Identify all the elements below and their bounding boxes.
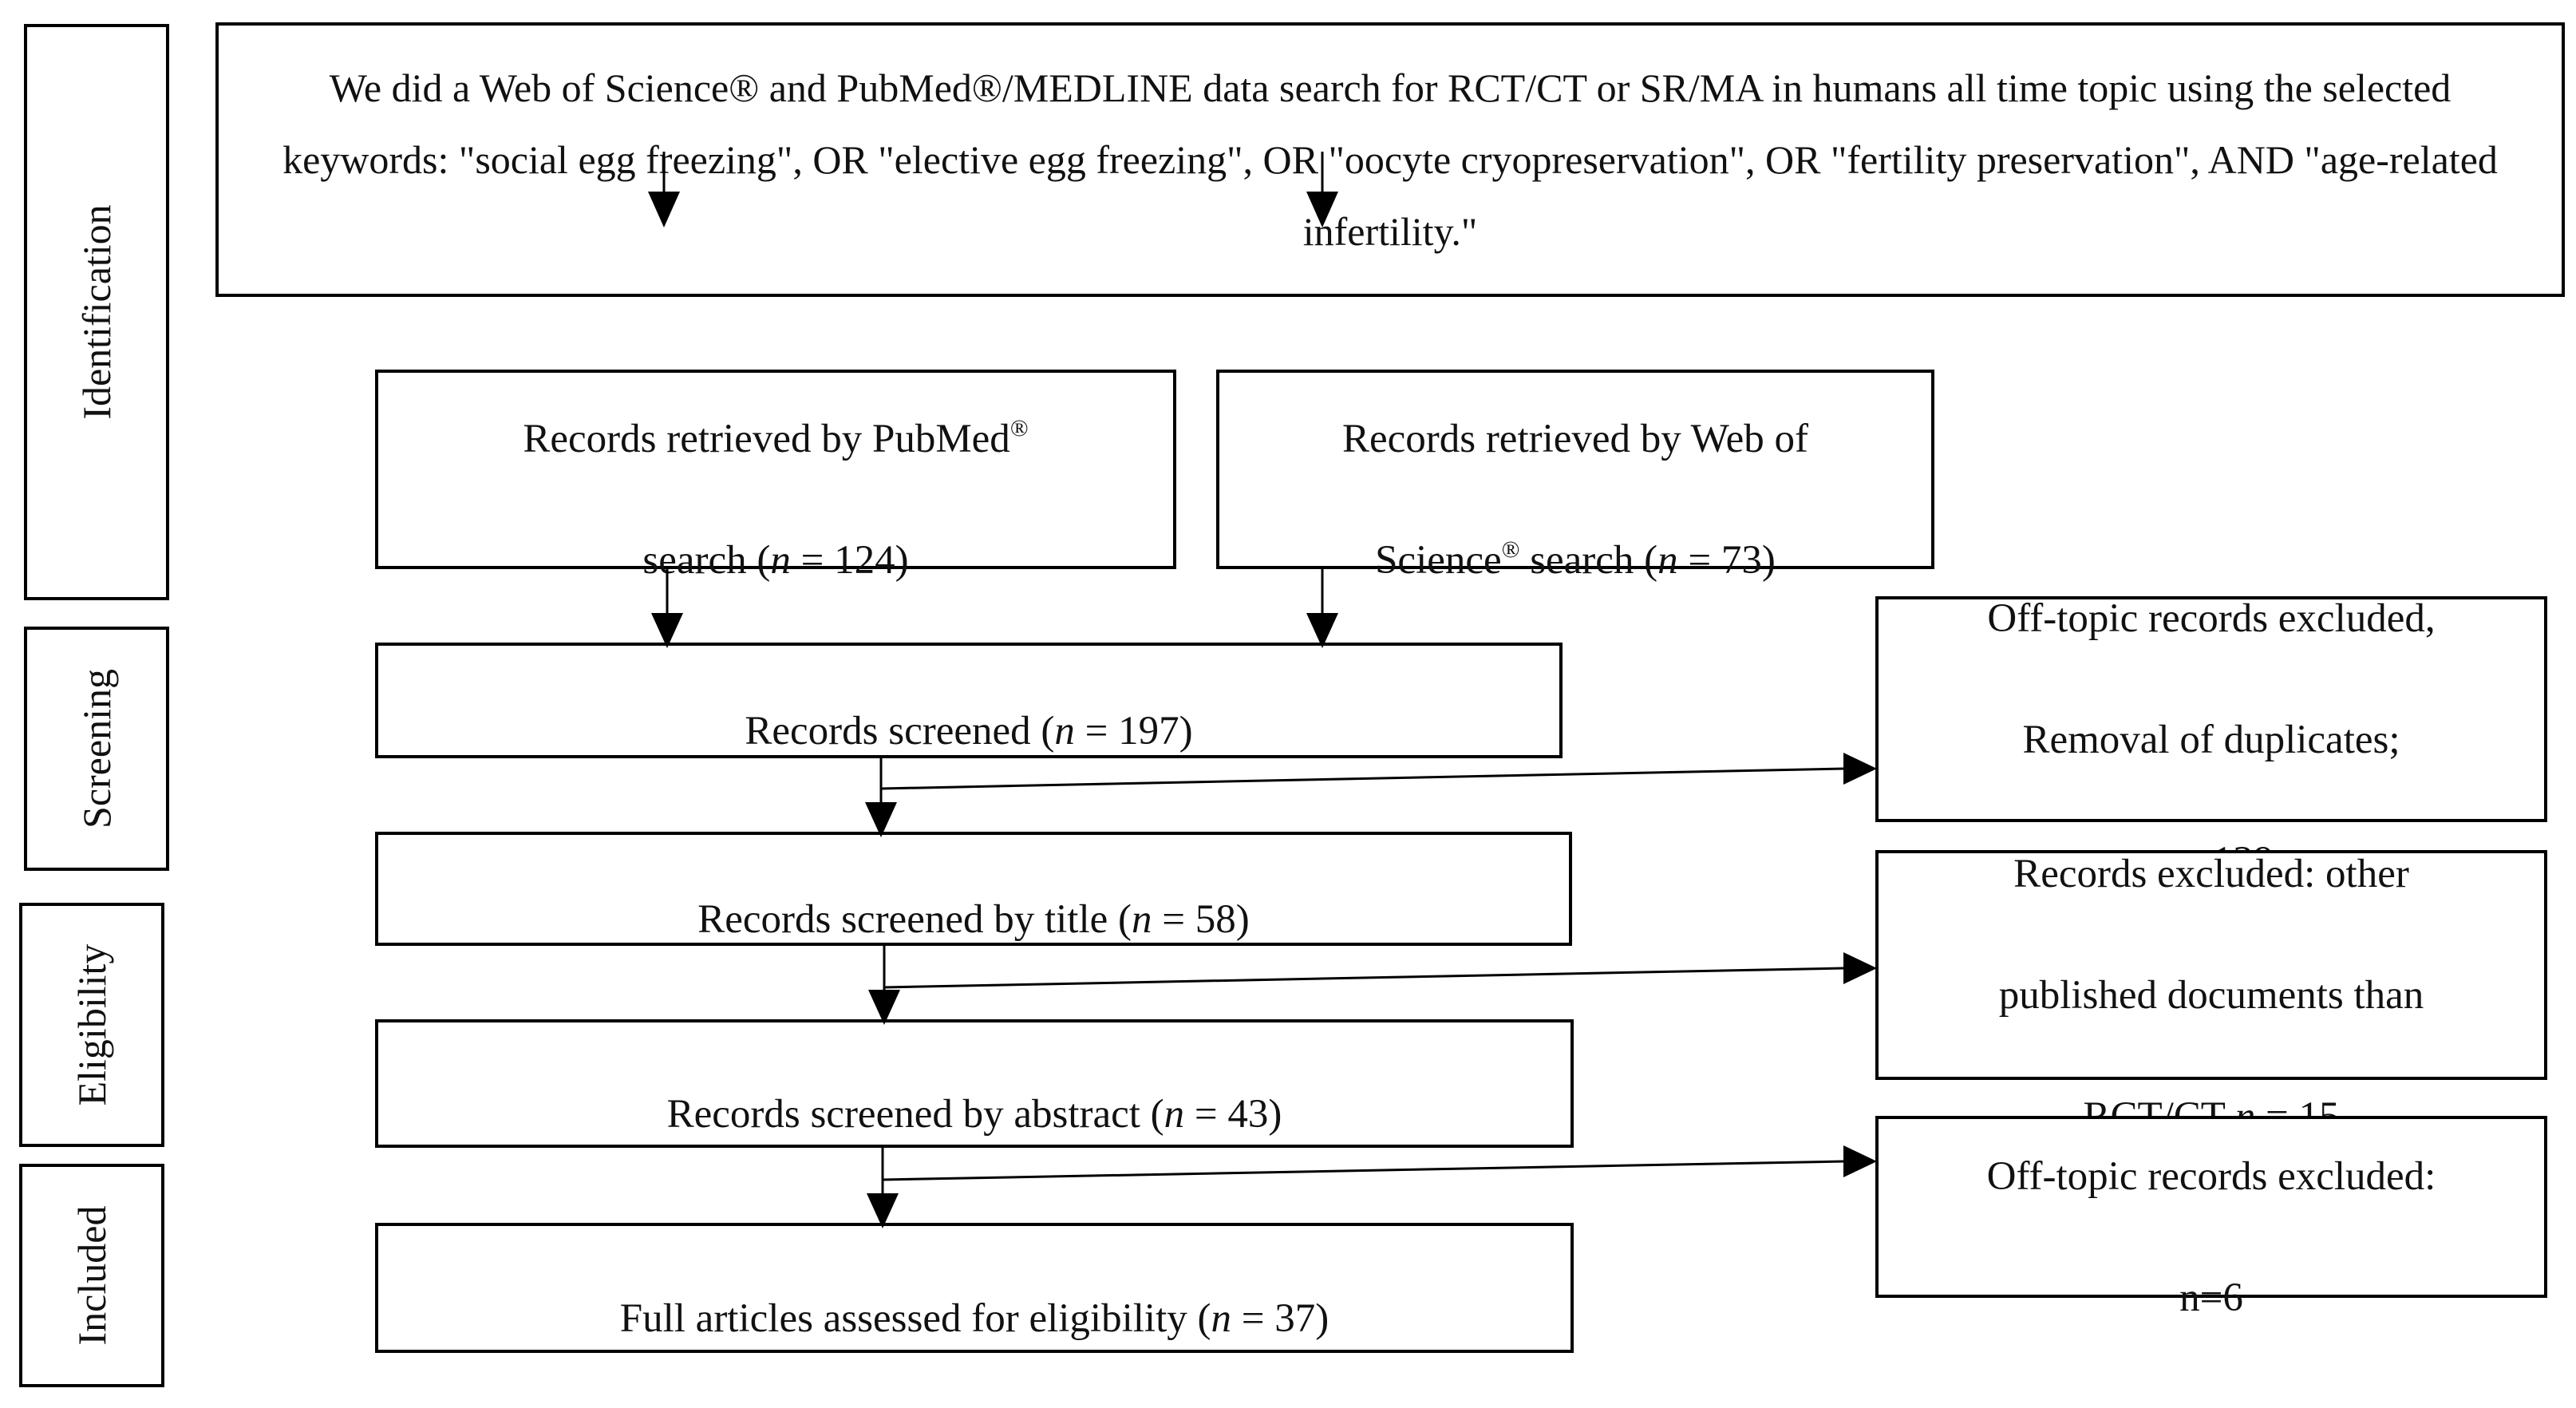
excluded-offtopic-box: Off-topic records excluded: n=6 xyxy=(1875,1116,2547,1320)
excluded-documents-text: Records excluded: other published docume… xyxy=(1999,783,2424,1147)
excluded-duplicates-box: Off-topic records excluded, Removal of d… xyxy=(1875,596,2547,884)
screened-by-abstract-text: Records screened by abstract (n = 43) xyxy=(667,1023,1282,1145)
screened-by-abstract-label: Records screened by abstract ( xyxy=(666,1091,1164,1137)
search-arrowhead-left xyxy=(648,192,680,227)
registered-mark: ® xyxy=(1501,536,1520,563)
title-to-excluded-arrowhead xyxy=(1843,952,1877,984)
screened-to-title-arrowhead xyxy=(865,802,897,837)
phase-eligibility: Eligibility xyxy=(19,903,164,1147)
n-symbol: n xyxy=(1657,538,1678,583)
excluded-duplicates-text: Off-topic records excluded, Removal of d… xyxy=(1987,528,2435,892)
n-symbol: n xyxy=(1164,1091,1185,1137)
pubmed-to-screened-arrowhead xyxy=(651,613,683,648)
full-articles-label: Full articles assessed for eligibility ( xyxy=(619,1295,1211,1341)
records-screened-box: Records screened (n = 197) xyxy=(375,643,1563,758)
records-screened-label: Records screened ( xyxy=(745,708,1055,753)
wos-records-line2-mid: search ( xyxy=(1519,538,1658,583)
screened-by-title-label: Records screened by title ( xyxy=(697,896,1132,942)
phase-included: Included xyxy=(19,1164,164,1387)
wos-records-text: Records retrieved by Web of Science® sea… xyxy=(1342,348,1808,591)
screened-by-abstract-box: Records screened by abstract (n = 43) xyxy=(375,1019,1574,1148)
excluded-duplicates-line1: Off-topic records excluded, xyxy=(1987,595,2436,641)
abstract-to-excluded-arrow xyxy=(882,1160,1844,1181)
pubmed-records-count: = 124) xyxy=(790,538,909,583)
screened-by-abstract-count: = 43) xyxy=(1184,1091,1282,1137)
search-strategy-box: We did a Web of Science® and PubMed®/MED… xyxy=(215,22,2565,297)
title-to-excluded-arrow xyxy=(883,967,1844,989)
full-articles-text: Full articles assessed for eligibility (… xyxy=(620,1228,1329,1349)
excluded-offtopic-line1: Off-topic records excluded: xyxy=(1986,1154,2436,1199)
wos-records-line2: Science xyxy=(1375,538,1502,583)
pubmed-records-line1: Records retrieved by PubMed xyxy=(523,417,1010,461)
excluded-documents-box: Records excluded: other published docume… xyxy=(1875,850,2547,1139)
n-symbol: n xyxy=(1132,896,1152,942)
registered-mark: ® xyxy=(1009,415,1029,441)
pubmed-records-text: Records retrieved by PubMed® search (n =… xyxy=(523,348,1028,591)
excluded-offtopic-text: Off-topic records excluded: n=6 xyxy=(1987,1086,2436,1328)
n-symbol: n xyxy=(1211,1295,1232,1341)
n-symbol: n xyxy=(770,538,791,583)
screened-to-excluded-arrow xyxy=(880,767,1844,790)
screened-by-title-text: Records screened by title (n = 58) xyxy=(697,829,1250,950)
full-articles-box: Full articles assessed for eligibility (… xyxy=(375,1223,1574,1353)
search-strategy-text: We did a Web of Science® and PubMed®/MED… xyxy=(282,65,2498,254)
wos-records-count: = 73) xyxy=(1677,538,1776,583)
pubmed-records-box: Records retrieved by PubMed® search (n =… xyxy=(375,370,1176,583)
screened-by-title-count: = 58) xyxy=(1152,896,1250,942)
phase-identification: Identification xyxy=(24,24,169,600)
wos-records-line1: Records retrieved by Web of xyxy=(1341,417,1809,461)
excluded-documents-line1: Records excluded: other xyxy=(2013,852,2409,896)
excluded-offtopic-count: n=6 xyxy=(2179,1276,2243,1320)
excluded-duplicates-line2: Removal of duplicates; xyxy=(2022,717,2400,762)
wos-to-screened-arrowhead xyxy=(1306,613,1338,648)
search-arrowhead-right xyxy=(1306,192,1338,227)
screened-to-excluded-arrowhead xyxy=(1843,753,1877,785)
pubmed-records-line2: search ( xyxy=(642,538,771,583)
n-symbol: n xyxy=(1054,708,1075,753)
excluded-documents-line2: published documents than xyxy=(1998,973,2424,1018)
screened-by-title-box: Records screened by title (n = 58) xyxy=(375,832,1572,946)
abstract-to-full-arrowhead xyxy=(867,1193,899,1228)
abstract-to-excluded-arrowhead xyxy=(1843,1145,1877,1177)
wos-records-box: Records retrieved by Web of Science® sea… xyxy=(1216,370,1934,583)
records-screened-count: = 197) xyxy=(1074,708,1193,753)
full-articles-count: = 37) xyxy=(1231,1295,1329,1341)
title-to-abstract-arrowhead xyxy=(868,990,900,1025)
phase-screening: Screening xyxy=(24,627,169,871)
records-screened-text: Records screened (n = 197) xyxy=(745,640,1192,761)
